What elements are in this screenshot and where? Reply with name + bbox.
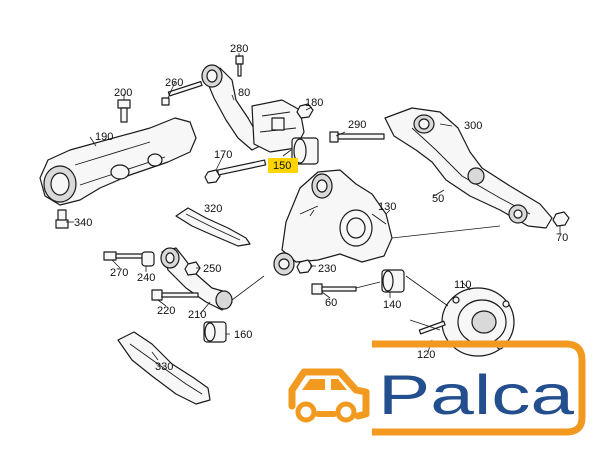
part-80-control-arm[interactable] — [201, 64, 305, 153]
part-140-bushing[interactable] — [381, 269, 405, 293]
label-320[interactable]: 320 — [204, 203, 222, 215]
label-110[interactable]: 110 — [454, 279, 472, 291]
part-170-bolt[interactable] — [204, 159, 267, 184]
label-240[interactable]: 240 — [137, 272, 155, 284]
label-50[interactable]: 50 — [432, 193, 444, 205]
part-240-bushing[interactable] — [141, 251, 155, 267]
label-280[interactable]: 280 — [230, 43, 248, 55]
part-150-bushing[interactable] — [291, 137, 319, 165]
label-120[interactable]: 120 — [417, 349, 435, 361]
part-50-upper-arm[interactable] — [384, 107, 553, 229]
part-labels: 280 260 200 80 180 290 300 190 170 150 3… — [74, 43, 568, 373]
label-210[interactable]: 210 — [188, 309, 206, 321]
part-330-cover[interactable] — [117, 331, 211, 405]
leader-lines — [66, 53, 561, 361]
part-290-bolt[interactable] — [329, 131, 385, 143]
part-200-bolt[interactable] — [117, 99, 131, 123]
label-220[interactable]: 220 — [157, 305, 175, 317]
part-190-trailing-arm[interactable] — [39, 117, 197, 206]
logo-frame — [372, 340, 586, 436]
part-110-wheel-hub[interactable] — [441, 287, 515, 357]
label-230[interactable]: 230 — [318, 263, 336, 275]
part-210-link[interactable] — [160, 247, 233, 311]
label-80[interactable]: 80 — [238, 87, 250, 99]
label-290[interactable]: 290 — [348, 119, 366, 131]
part-320-bracket[interactable] — [175, 207, 251, 247]
part-340-bolt[interactable] — [55, 209, 69, 229]
part-160-bushing[interactable] — [203, 321, 227, 343]
part-130-knuckle[interactable] — [273, 169, 393, 276]
palca-logo: Palca — [288, 340, 586, 436]
label-270[interactable]: 270 — [110, 267, 128, 279]
label-130[interactable]: 130 — [378, 201, 396, 213]
label-70[interactable]: 70 — [556, 232, 568, 244]
highlight-150 — [268, 158, 298, 173]
part-270-bolt[interactable] — [103, 251, 145, 261]
part-260-bolt[interactable] — [161, 80, 203, 106]
part-220-bolt[interactable] — [151, 289, 199, 301]
label-340[interactable]: 340 — [74, 217, 92, 229]
part-60-bolt[interactable] — [311, 283, 357, 295]
label-140[interactable]: 140 — [383, 299, 401, 311]
label-330[interactable]: 330 — [155, 361, 173, 373]
part-250-nut[interactable] — [184, 261, 201, 276]
label-260[interactable]: 260 — [165, 77, 183, 89]
part-280-bolt[interactable] — [235, 55, 244, 77]
label-150[interactable]: 150 — [273, 160, 291, 172]
label-60[interactable]: 60 — [325, 297, 337, 309]
label-170[interactable]: 170 — [214, 149, 232, 161]
label-250[interactable]: 250 — [203, 263, 221, 275]
logo-wordmark: Palca — [378, 363, 575, 426]
part-180-nut[interactable] — [296, 103, 314, 119]
label-300[interactable]: 300 — [464, 120, 482, 132]
part-70-nut[interactable] — [552, 211, 570, 227]
label-200[interactable]: 200 — [114, 87, 132, 99]
label-180[interactable]: 180 — [305, 97, 323, 109]
part-230-bolt[interactable] — [296, 259, 313, 274]
car-icon — [288, 368, 370, 423]
label-160[interactable]: 160 — [234, 329, 252, 341]
label-190[interactable]: 190 — [95, 131, 113, 143]
